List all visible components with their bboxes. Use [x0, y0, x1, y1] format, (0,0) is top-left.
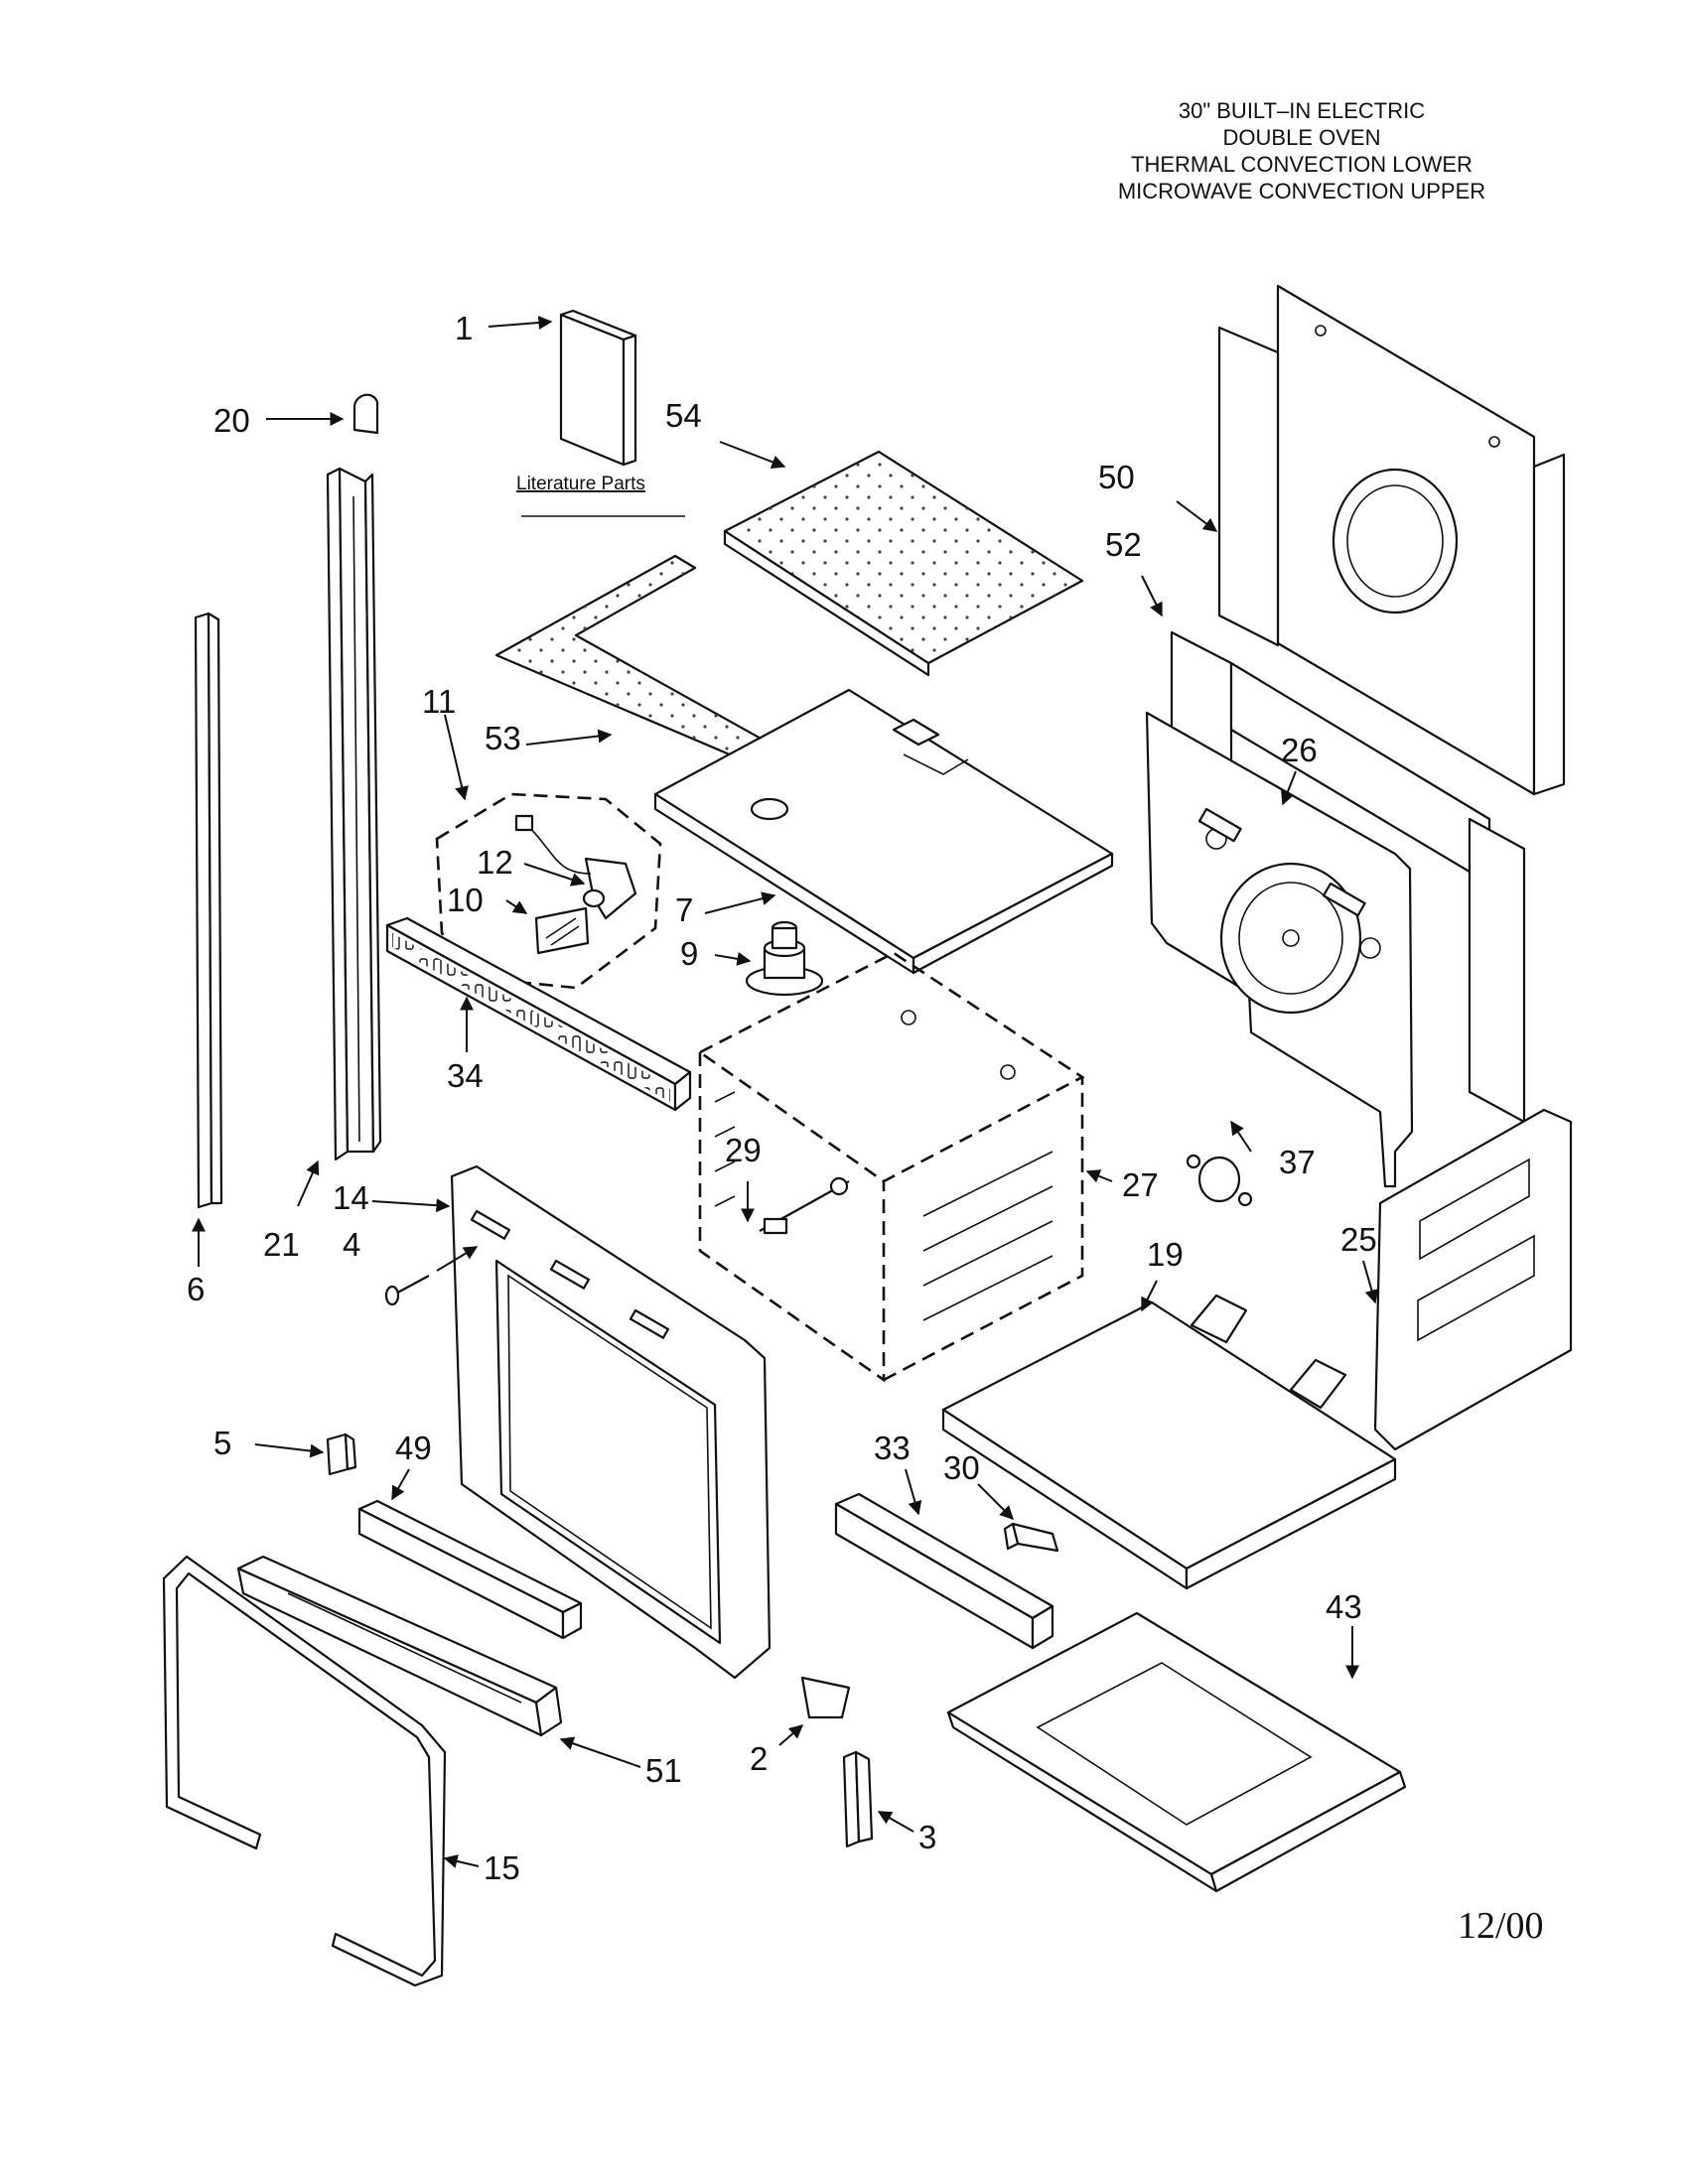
callout-10: 10	[447, 882, 484, 918]
callout-numbers: 1 20 Literature Parts 54 50 52 53 11 26 …	[187, 310, 1377, 1886]
part-6-side-rod	[194, 612, 223, 1209]
part-37-thermostat	[1186, 1154, 1253, 1207]
callout-26: 26	[1281, 732, 1318, 768]
literature-parts-label: Literature Parts	[516, 474, 645, 494]
callout-54: 54	[665, 397, 702, 434]
part-20-end-cap	[352, 393, 379, 435]
part-7-top-panel	[653, 688, 1114, 975]
part-21-side-trim	[326, 467, 382, 1161]
title-line-4: MICROWAVE CONVECTION UPPER	[1117, 179, 1486, 204]
callout-12: 12	[477, 844, 513, 881]
callout-5: 5	[213, 1425, 231, 1461]
part-30-small-bracket	[1003, 1522, 1059, 1553]
part-25-side-panel	[1373, 1108, 1573, 1451]
part-5-clip	[326, 1433, 357, 1476]
callout-34: 34	[447, 1057, 484, 1094]
callout-43: 43	[1326, 1588, 1362, 1625]
callout-30: 30	[943, 1449, 980, 1486]
callout-53: 53	[485, 720, 521, 756]
date-stamp: 12/00	[1458, 1905, 1544, 1947]
part-29-sensor	[759, 1176, 850, 1235]
part-4-screw	[384, 1275, 430, 1306]
callout-9: 9	[680, 935, 698, 972]
title-line-2: DOUBLE OVEN	[1222, 125, 1381, 150]
callout-19: 19	[1147, 1236, 1184, 1273]
callout-27: 27	[1122, 1166, 1159, 1203]
part-9-fan-motor	[745, 920, 824, 997]
callout-51: 51	[645, 1752, 682, 1789]
part-12-lamp-bulb	[582, 888, 606, 908]
callout-52: 52	[1105, 526, 1142, 563]
callout-14: 14	[333, 1179, 369, 1216]
callout-37: 37	[1279, 1144, 1316, 1180]
part-54-insulation-pad	[723, 450, 1084, 677]
part-33-rail	[834, 1492, 1054, 1650]
callout-15: 15	[484, 1849, 520, 1886]
part-53-frame-insulation	[494, 554, 791, 771]
part-1-literature-book	[521, 309, 685, 517]
leader-lines	[192, 316, 1379, 1868]
part-26-convection-plate	[1145, 711, 1414, 1188]
part-15-door-gasket	[162, 1555, 447, 1987]
callout-2: 2	[750, 1740, 768, 1777]
callout-1: 1	[455, 310, 473, 346]
part-3-bracket	[842, 1750, 874, 1848]
callout-20: 20	[213, 402, 250, 439]
title-line-1: 30" BUILT–IN ELECTRIC	[1178, 98, 1426, 123]
part-2-bracket	[800, 1676, 851, 1719]
callout-7: 7	[675, 891, 693, 928]
callout-21: 21	[263, 1226, 300, 1263]
callout-29: 29	[725, 1132, 762, 1168]
callout-11: 11	[422, 683, 456, 720]
part-43-bottom-tray	[946, 1611, 1407, 1893]
diagram-title: 30" BUILT–IN ELECTRIC DOUBLE OVEN THERMA…	[1044, 97, 1560, 205]
part-19-bottom-panel	[941, 1294, 1397, 1590]
callout-33: 33	[874, 1430, 911, 1466]
part-14-front-frame	[450, 1164, 772, 1680]
part-27-oven-cavity	[697, 951, 1085, 1383]
callout-50: 50	[1098, 459, 1135, 495]
callout-6: 6	[187, 1271, 205, 1307]
part-10-lens	[534, 906, 590, 955]
part-49-channel	[357, 1499, 583, 1640]
part-34-vent-grille	[385, 916, 692, 1112]
part-50-back-panel	[1217, 284, 1566, 796]
part-51-lower-trim	[236, 1555, 563, 1737]
callout-25: 25	[1340, 1221, 1377, 1258]
callout-3: 3	[918, 1819, 936, 1855]
title-line-3: THERMAL CONVECTION LOWER	[1131, 152, 1473, 177]
callout-49: 49	[395, 1430, 432, 1466]
callout-4: 4	[343, 1226, 360, 1263]
